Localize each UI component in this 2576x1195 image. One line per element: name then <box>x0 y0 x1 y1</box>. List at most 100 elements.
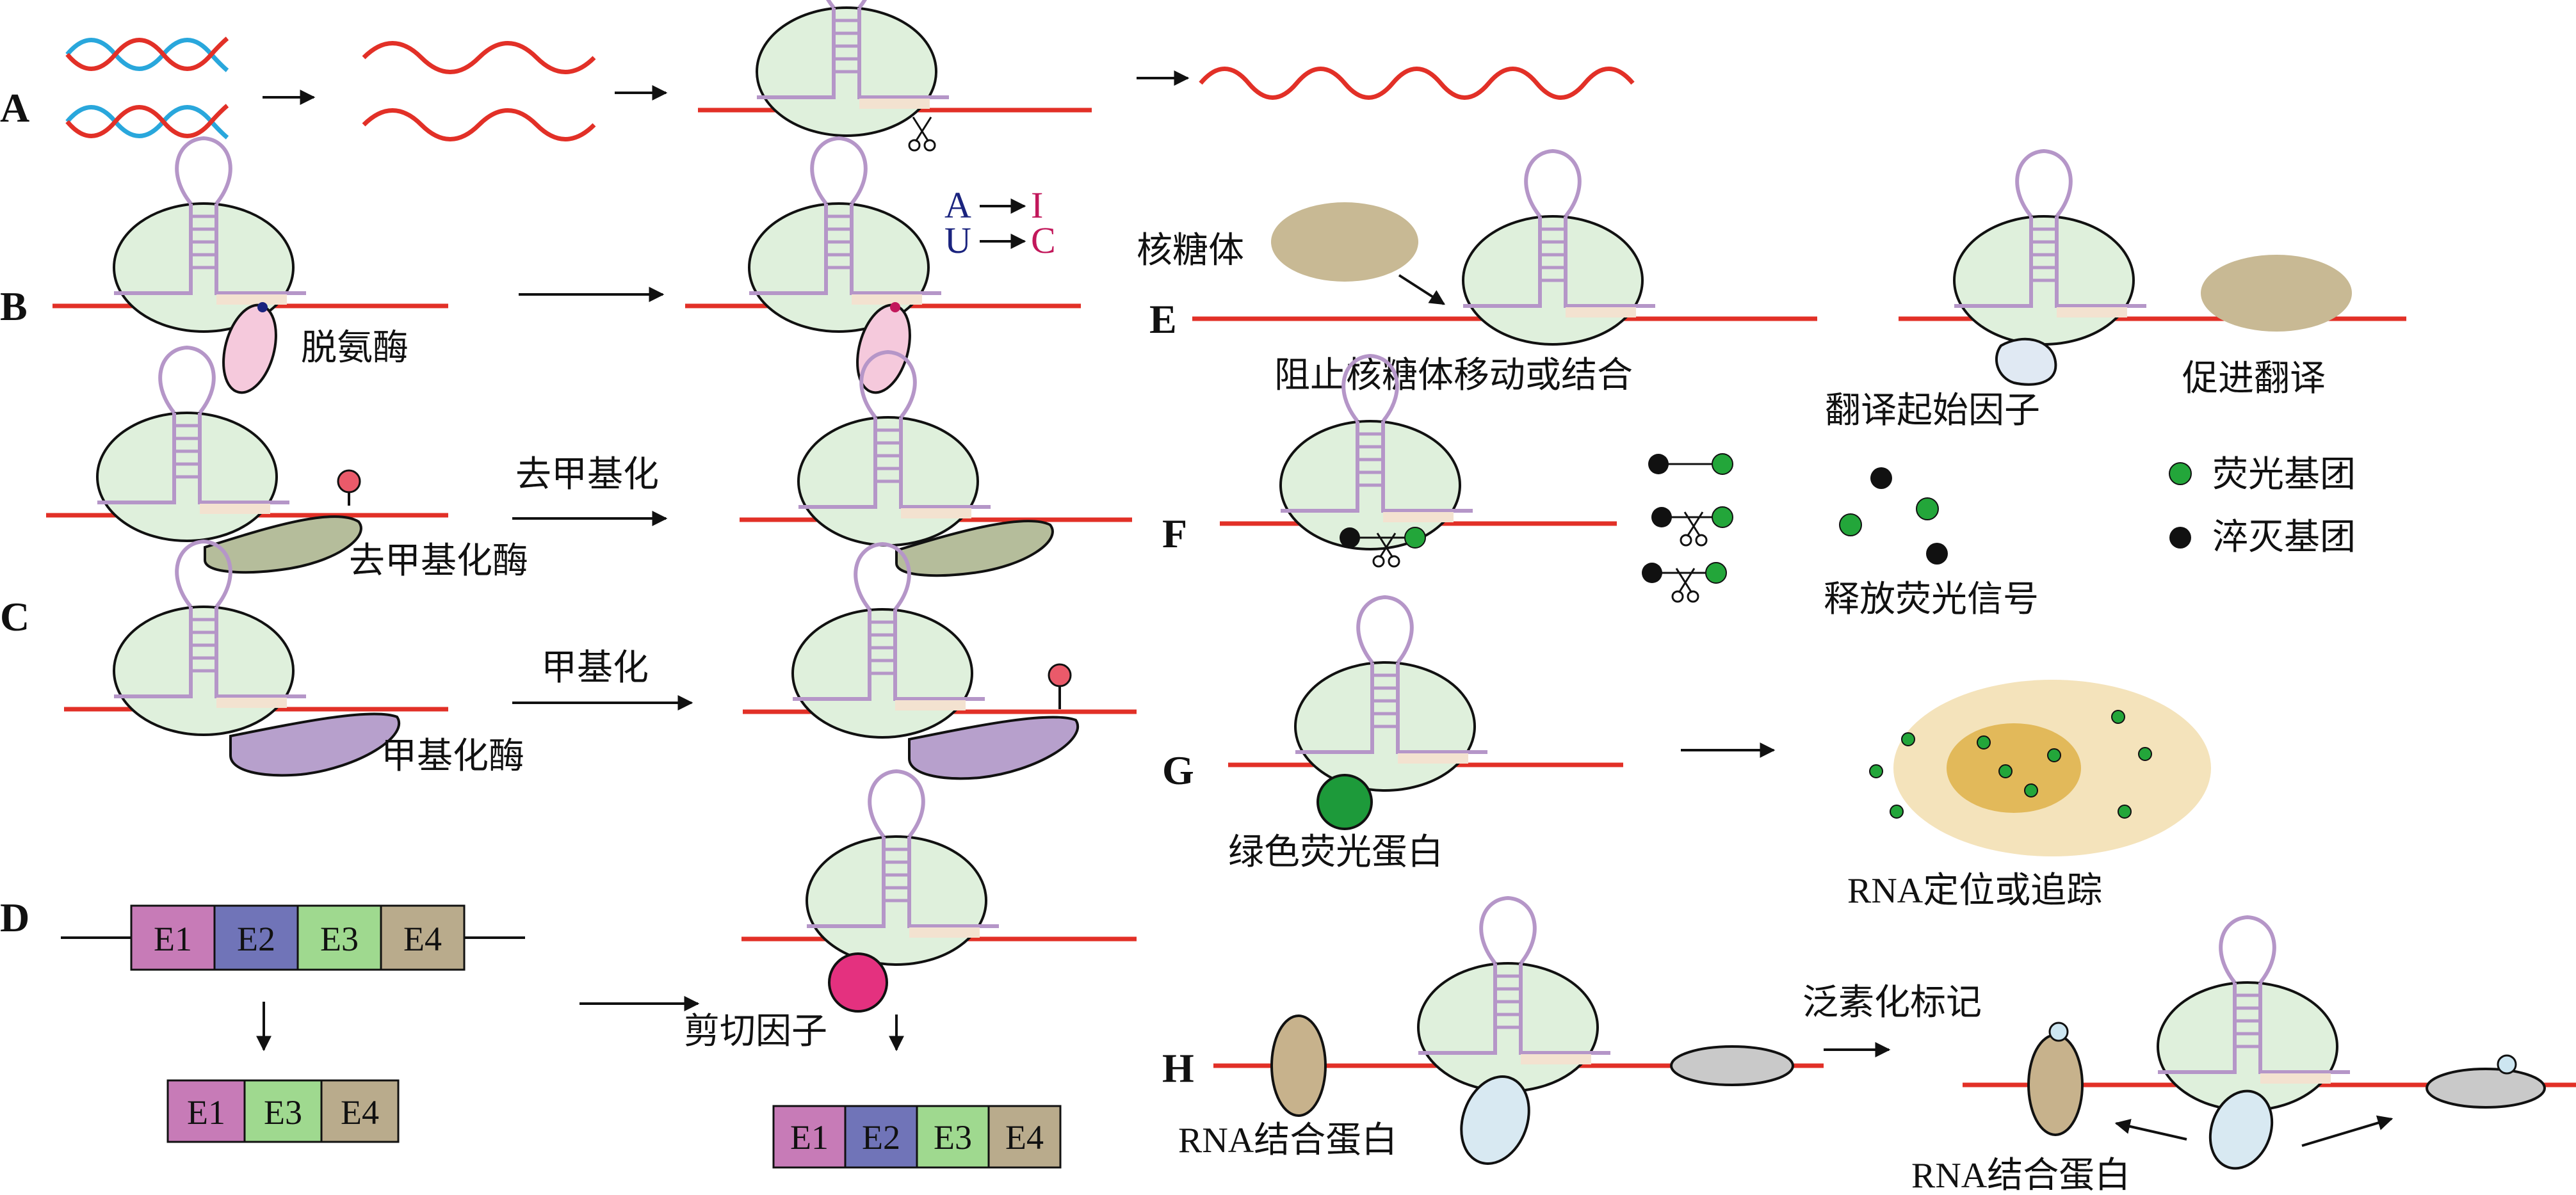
rbp-left-label: RNA结合蛋白 <box>1178 1121 1397 1160</box>
methyl-mark-c2 <box>1048 663 1072 687</box>
ribosome-label: 核糖体 <box>1137 230 1244 271</box>
methylation-arrow-label: 甲基化 <box>541 647 649 689</box>
legend-fluor: 荧光基团 <box>2212 454 2356 495</box>
exon-row-included: E1 E2 E3 E4 <box>772 1105 1062 1169</box>
base-c: C <box>1031 220 1056 261</box>
rbp-blue-h1 <box>1460 1075 1530 1165</box>
rbp-brown-h2 <box>2027 1034 2084 1136</box>
exon-e1: E1 <box>154 920 192 958</box>
ribosome-e2 <box>2201 255 2352 332</box>
init-factor <box>1995 337 2057 386</box>
exon-skip-e1: E1 <box>187 1093 225 1132</box>
base-u: U <box>944 220 971 261</box>
cas13-complex-a <box>757 0 949 136</box>
legend-quench: 淬灭基团 <box>2212 517 2356 558</box>
exon-inc-e3: E3 <box>934 1118 972 1157</box>
reporter-intact <box>1648 453 1733 475</box>
edit-legend: A I U C <box>944 184 1056 261</box>
rbp-blue-h2 <box>2208 1089 2274 1170</box>
methylase-c1 <box>229 712 400 777</box>
methylase-c2 <box>908 716 1079 780</box>
cas13-complex-e2 <box>1954 151 2146 344</box>
exon-e4: E4 <box>403 920 442 958</box>
panel-e-label: E <box>1149 296 1177 342</box>
f-legend: 荧光基团 淬灭基团 <box>2169 454 2356 558</box>
base-a: A <box>944 184 971 226</box>
promote-caption: 促进翻译 <box>2182 358 2326 399</box>
gfp-protein <box>1316 774 1373 830</box>
base-i: I <box>1031 184 1043 226</box>
panel-d: D E1 E2 E3 E4 E1 E3 E4 剪切因子 E1 <box>0 771 1137 1169</box>
splicing-factor-label: 剪切因子 <box>684 1011 827 1052</box>
fluor-f <box>1404 527 1426 549</box>
arrow-h-left <box>2114 1119 2187 1141</box>
panel-g: G 绿色荧光蛋白 RNA定位或追踪 <box>1162 597 2211 911</box>
panel-b: B 脱氨酶 A I U C <box>0 138 1081 394</box>
quencher-f <box>1340 527 1360 548</box>
demethylase-label: 去甲基化酶 <box>349 540 528 582</box>
exon-row-full: E1 E2 E3 E4 <box>130 904 466 971</box>
exon-skip-e3: E3 <box>264 1093 302 1132</box>
scissors-icon <box>908 116 936 152</box>
gfp-spots <box>1869 710 2152 819</box>
rbp-grey-h2 <box>2426 1068 2546 1109</box>
arrow-h-right <box>2301 1115 2394 1147</box>
cas13-complex-b2 <box>749 138 941 332</box>
exon-e3: E3 <box>320 920 359 958</box>
cas13-complex-g <box>1295 597 1487 790</box>
panel-a: A <box>0 0 1635 152</box>
panel-g-label: G <box>1162 748 1194 793</box>
arrow-ribosome <box>1398 274 1446 305</box>
panel-f: F 释放荧光信号 <box>1162 356 2356 620</box>
exon-e2: E2 <box>237 920 275 958</box>
panel-a-label: A <box>0 85 29 131</box>
init-factor-label: 翻译起始因子 <box>1825 390 2040 431</box>
rna-wave-top <box>362 41 596 74</box>
panel-c-label: C <box>0 594 29 639</box>
panel-demethylation: 去甲基化酶 去甲基化 <box>46 348 1132 582</box>
reporter-cut-2 <box>1642 562 1727 603</box>
rbp-brown-h1 <box>1270 1015 1327 1117</box>
panel-c: C 甲基化酶 甲基化 <box>0 541 1137 780</box>
methyl-mark-dm1 <box>337 469 361 493</box>
exon-inc-e4: E4 <box>1005 1118 1044 1157</box>
cas13-complex-d <box>807 771 999 965</box>
rbp-right-label: RNA结合蛋白 <box>1911 1156 2130 1195</box>
block-caption: 阻止核糖体移动或结合 <box>1274 355 1633 396</box>
rbp-grey-h1 <box>1670 1045 1794 1086</box>
dsdna-helix-top <box>65 36 229 72</box>
methylase-label: 甲基化酶 <box>381 735 524 777</box>
cas13-complex-h1 <box>1418 898 1610 1091</box>
cas13-complex-e1 <box>1463 151 1655 344</box>
reporter-cut-1 <box>1651 506 1733 547</box>
released-fluorophores <box>1839 467 1948 565</box>
exon-inc-e1: E1 <box>790 1118 829 1157</box>
ubiquitin-h2b <box>2497 1054 2517 1075</box>
exon-row-skipped: E1 E3 E4 <box>166 1079 400 1143</box>
g-caption: RNA定位或追踪 <box>1847 871 2102 911</box>
ubiquitin-arrow-label: 泛素化标记 <box>1802 982 1982 1023</box>
rna-wave-long <box>1199 67 1635 100</box>
panel-e: E 核糖体 阻止核糖体移动或结合 翻译起始因子 促进翻译 <box>1137 151 2406 431</box>
ribosome-e1 <box>1271 202 1418 282</box>
splicing-factor <box>828 952 888 1013</box>
nucleus <box>1947 723 2081 813</box>
panel-h: H RNA结合蛋白 泛素化标记 RNA结合蛋白 <box>1162 898 2576 1195</box>
release-caption: 释放荧光信号 <box>1824 579 2039 620</box>
base-dot-b1 <box>257 302 268 312</box>
cas13-complex-b1 <box>114 138 306 332</box>
demethylation-arrow-label: 去甲基化 <box>515 454 659 495</box>
gfp-label: 绿色荧光蛋白 <box>1228 831 1443 873</box>
panel-f-label: F <box>1162 511 1187 556</box>
demethylase-dm2 <box>895 520 1054 577</box>
rna-wave-bottom <box>362 108 596 141</box>
dsdna-helix-bottom <box>65 104 229 140</box>
panel-h-label: H <box>1162 1045 1194 1091</box>
deaminase-label: 脱氨酶 <box>301 327 409 369</box>
cas13-complex-h2 <box>2158 917 2350 1111</box>
panel-d-label: D <box>0 895 29 940</box>
base-dot-b2 <box>890 302 900 312</box>
exon-inc-e2: E2 <box>862 1118 900 1157</box>
exon-skip-e4: E4 <box>341 1093 379 1132</box>
